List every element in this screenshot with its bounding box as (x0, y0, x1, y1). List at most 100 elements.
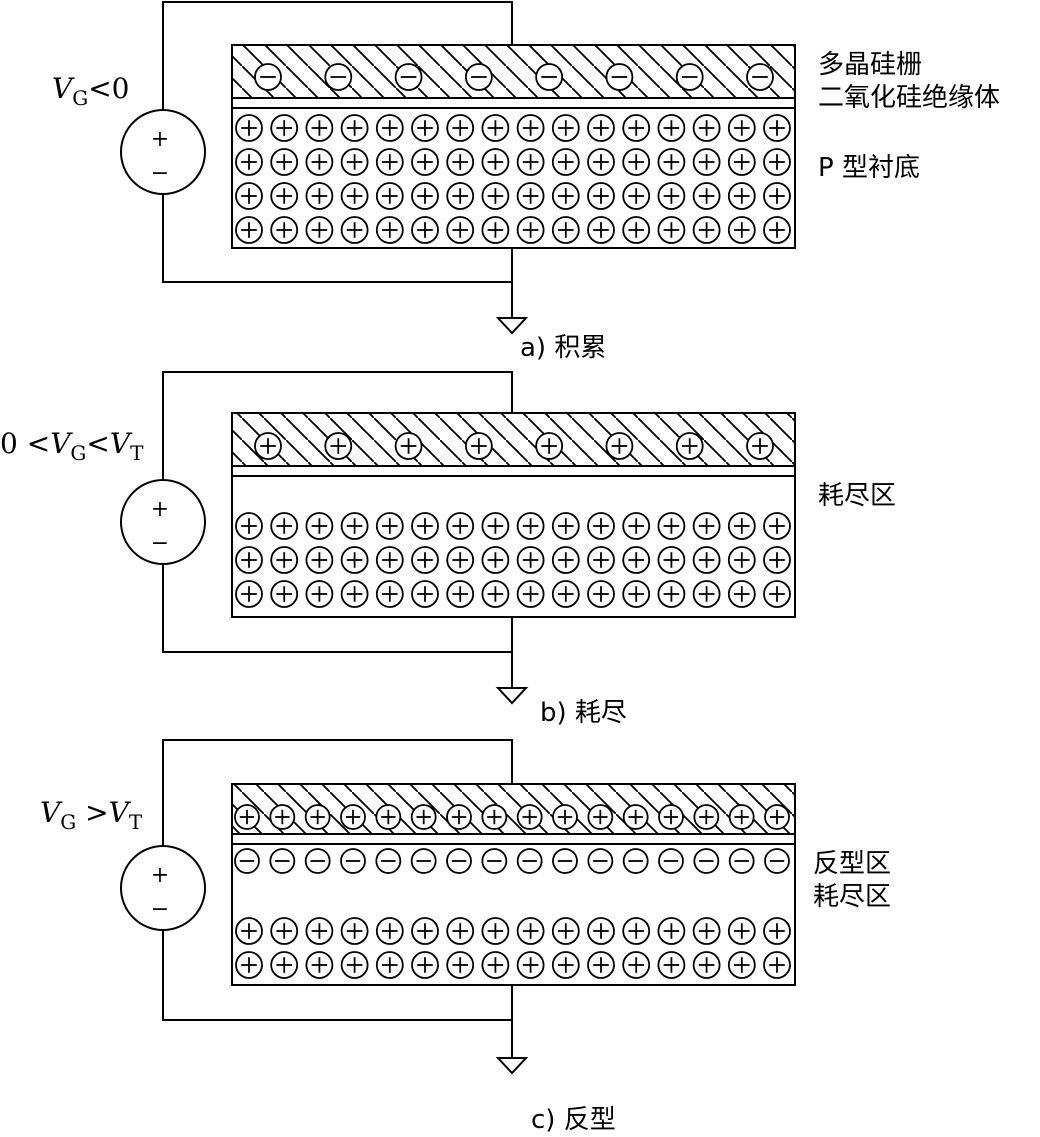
panel-accumulation: + − VG<0 多晶硅栅 二氧化硅绝缘体 P 型衬底 a) 积累 (52, 1, 1000, 363)
positive-charge (481, 546, 510, 574)
positive-charge (305, 512, 334, 540)
positive-charge (305, 951, 334, 979)
positive-charge (481, 512, 510, 540)
positive-charge (587, 512, 615, 540)
positive-charge (692, 114, 721, 142)
positive-charge (340, 114, 369, 142)
positive-charge (587, 951, 615, 979)
positive-charge (446, 546, 475, 574)
gate-charges (254, 63, 774, 91)
positive-charge (305, 917, 334, 945)
positive-charge (622, 512, 651, 540)
positive-charge (235, 148, 263, 176)
negative-charge (746, 63, 774, 91)
positive-charge (587, 148, 615, 176)
depletion-region-label: 耗尽区 (813, 882, 891, 912)
positive-charge (516, 580, 545, 608)
positive-charge (692, 216, 721, 244)
positive-charge (481, 216, 510, 244)
positive-charge (269, 804, 296, 830)
oxide-layer (231, 465, 796, 477)
ground-symbol (495, 687, 529, 705)
positive-charge (727, 148, 756, 176)
positive-charge (411, 951, 439, 979)
positive-charge (622, 951, 651, 979)
positive-charge (692, 182, 721, 210)
positive-charge (446, 512, 475, 540)
positive-charge (727, 917, 756, 945)
positive-charge (270, 216, 299, 244)
positive-charge (535, 432, 564, 460)
positive-charge (763, 546, 791, 574)
positive-charge (516, 917, 545, 945)
positive-charge (516, 951, 545, 979)
positive-charge (763, 917, 791, 945)
ground-symbol (495, 317, 529, 335)
negative-charge (304, 848, 331, 874)
positive-charge (235, 182, 263, 210)
positive-charge (657, 114, 686, 142)
positive-charge (446, 182, 475, 210)
negative-charge (464, 63, 493, 91)
positive-charge (235, 512, 263, 540)
positive-charge (551, 951, 580, 979)
negative-charge (535, 63, 564, 91)
positive-charge (516, 512, 545, 540)
negative-charge (446, 848, 472, 874)
positive-charge (516, 148, 545, 176)
positive-charge (411, 580, 439, 608)
positive-charge (411, 512, 439, 540)
negative-charge (269, 848, 296, 874)
positive-charge (446, 148, 475, 176)
negative-charge (375, 848, 402, 874)
positive-charge (270, 182, 299, 210)
positive-charge (481, 804, 508, 830)
positive-charge (305, 546, 334, 574)
positive-charge (254, 432, 282, 460)
circuit-wire (162, 371, 513, 688)
positive-charge (763, 148, 791, 176)
positive-charge (657, 951, 686, 979)
positive-charge (727, 182, 756, 210)
positive-charge (727, 951, 756, 979)
negative-charge (728, 848, 755, 874)
positive-charge (516, 182, 545, 210)
voltage-source: + − (120, 109, 206, 195)
positive-charge (692, 917, 721, 945)
negative-charge (394, 63, 423, 91)
positive-charge (481, 917, 510, 945)
positive-charge (657, 182, 686, 210)
oxide-layer (231, 97, 796, 109)
positive-charge (270, 580, 299, 608)
negative-charge (693, 848, 720, 874)
substrate-charges (235, 114, 791, 244)
source-plus: + (151, 127, 169, 152)
positive-charge (481, 951, 510, 979)
positive-charge (375, 216, 404, 244)
positive-charge (375, 182, 404, 210)
positive-charge (551, 216, 580, 244)
ground-symbol (495, 1057, 529, 1075)
substrate-charges (235, 917, 791, 979)
positive-charge (411, 917, 439, 945)
positive-charge (481, 114, 510, 142)
gate-charges (234, 804, 790, 830)
positive-charge (375, 951, 404, 979)
positive-charge (305, 580, 334, 608)
positive-charge (446, 216, 475, 244)
negative-charge (675, 63, 704, 91)
gate-charges (254, 432, 774, 460)
positive-charge (692, 951, 721, 979)
positive-charge (516, 114, 545, 142)
positive-charge (622, 804, 649, 830)
negative-charge (605, 63, 634, 91)
positive-charge (270, 546, 299, 574)
positive-charge (657, 917, 686, 945)
positive-charge (551, 148, 580, 176)
positive-charge (658, 804, 684, 830)
positive-charge (763, 951, 791, 979)
positive-charge (622, 546, 651, 574)
positive-charge (446, 114, 475, 142)
negative-charge (234, 848, 260, 874)
positive-charge (270, 951, 299, 979)
